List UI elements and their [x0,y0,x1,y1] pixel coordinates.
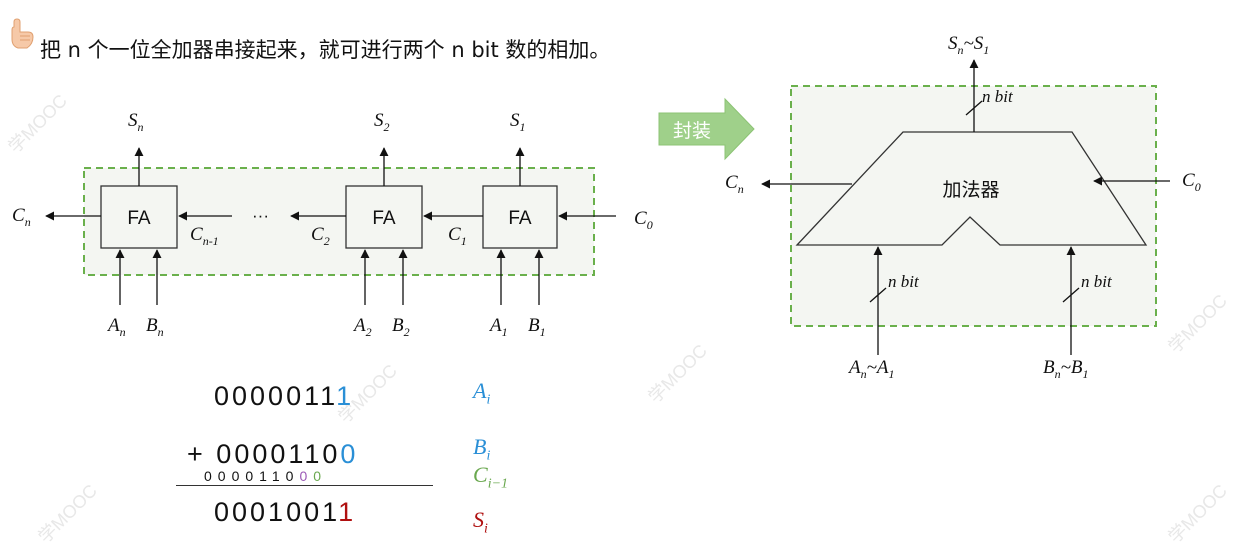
b-input-label: Bn~B1 [1043,357,1089,381]
adder-label: 加法器 [942,179,999,201]
fa-box-1 [482,185,558,249]
fa-label: FA [372,208,396,229]
binary-sum: 00010011 [214,497,357,527]
fa-label: FA [508,208,532,229]
carry-label-cn: Cn [12,205,31,229]
sum-rule [176,485,433,486]
encapsulate-label: 封装 [673,120,711,142]
input-label-b1: B1 [528,315,546,339]
headline: 把 n 个一位全加器串接起来，就可进行两个 n bit 数的相加。 [40,38,611,62]
carry-label-c1: C1 [448,224,467,248]
output-label-s2: S2 [374,110,390,134]
label-ai: Ai [473,378,491,408]
carry-label-c2: C2 [311,224,330,248]
output-label-s1: S1 [510,110,526,134]
ellipsis: ··· [252,206,269,225]
binary-b: + 00001100 [187,439,359,469]
nbit-label: n bit [888,272,920,291]
ripple-carry-adder: FA FA FA Sn S2 S1 An Bn A2 B2 A1 B1 ··· … [12,110,653,339]
binary-carry: 000011000 [204,468,328,484]
label-bi: Bi [473,434,491,464]
fa-box-n [100,185,178,249]
pointing-hand-icon [11,18,34,49]
input-label-a2: A2 [352,315,372,339]
carry-label-cn-1: Cn-1 [190,224,219,248]
label-si: Si [473,507,488,537]
cn-label: Cn [725,172,744,196]
carry-label-c0: C0 [634,208,653,232]
nbit-label: n bit [1081,272,1113,291]
binary-a: 00000111 [214,381,355,411]
adder-shape [795,131,1148,246]
input-label-an: An [106,315,126,339]
fa-box-2 [345,185,423,249]
encapsulate-arrow: 封装 [658,97,755,161]
input-label-bn: Bn [146,315,164,339]
output-label: Sn~S1 [948,33,989,57]
input-label-b2: B2 [392,315,410,339]
packaged-adder: 加法器 Sn~S1 n bit Cn C0 n bit An~A1 n bit … [725,33,1201,381]
output-label-sn: Sn [128,110,144,134]
nbit-label: n bit [982,87,1014,106]
input-label-a1: A1 [488,315,508,339]
a-input-label: An~A1 [847,357,895,381]
fa-label: FA [127,208,151,229]
c0-label: C0 [1182,170,1201,194]
label-ci-1: Ci−1 [473,462,509,492]
